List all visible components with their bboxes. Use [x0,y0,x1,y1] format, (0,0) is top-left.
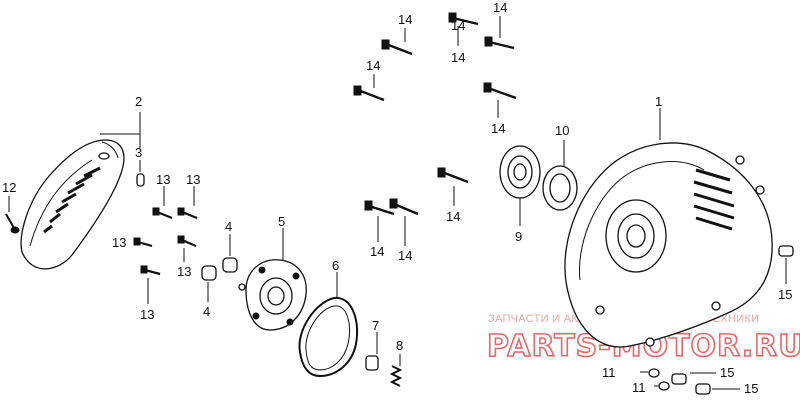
callout-14: 14 [398,12,412,27]
callout-11: 11 [632,380,646,395]
callout-13: 13 [156,172,170,187]
callout-8: 8 [396,338,403,353]
callout-14: 14 [451,50,465,65]
callout-14: 14 [493,0,507,15]
part-2-cover [20,139,125,270]
callout-11: 11 [602,365,616,380]
callout-13: 13 [140,307,154,322]
part-9-bearing [499,145,541,199]
callout-9: 9 [515,229,522,244]
callout-15: 15 [720,365,734,380]
callout-13: 13 [177,264,191,279]
callout-3: 3 [135,145,142,160]
part-13-bolts [133,207,198,276]
part-3-pin [136,173,145,187]
callout-13: 13 [112,235,126,250]
callout-14: 14 [446,209,460,224]
callout-13: 13 [186,172,200,187]
part-4-bushings [201,257,238,281]
callout-4: 4 [203,304,210,319]
callout-12: 12 [2,180,16,195]
callout-14: 14 [491,121,505,136]
callout-14: 14 [398,248,412,263]
callout-14: 14 [451,18,465,33]
callout-14: 14 [366,58,380,73]
part-12-bolt [5,213,20,234]
callout-2: 2 [135,94,142,109]
callout-numbers: 1 2 3 4 4 5 6 7 8 9 10 11 11 12 13 13 13… [2,0,792,396]
part-14-bolts [353,12,517,216]
part-1-case-cover [564,142,773,348]
callout-14: 14 [370,244,384,259]
callout-15: 15 [778,287,792,302]
part-15-dowels [671,245,794,395]
part-6-gasket [298,296,358,378]
callout-1: 1 [655,94,662,109]
part-8-spring [389,365,403,387]
callout-7: 7 [372,318,379,333]
callout-5: 5 [278,214,285,229]
callout-6: 6 [332,258,339,273]
part-11-orings [648,368,670,391]
callout-15: 15 [744,381,758,396]
part-5-flange [238,259,307,331]
callout-4: 4 [225,219,232,234]
part-10-seal [542,165,578,211]
part-7-dowel [365,355,379,371]
callout-10: 10 [555,123,569,138]
